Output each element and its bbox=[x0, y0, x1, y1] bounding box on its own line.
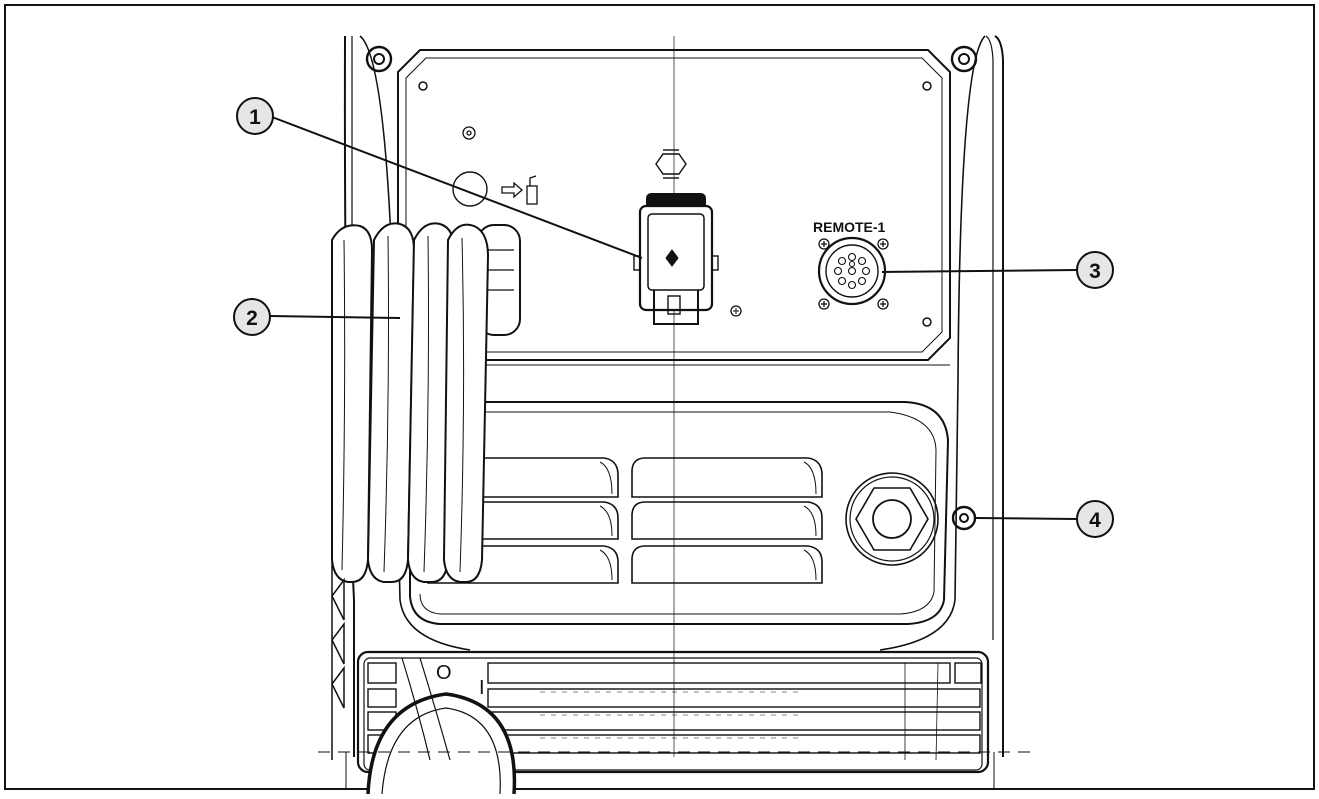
remote-connector-label: REMOTE-1 bbox=[813, 219, 886, 235]
vent-slot-left-1 bbox=[439, 457, 619, 498]
coiled-hose bbox=[331, 222, 521, 583]
connector-plate bbox=[397, 49, 951, 361]
vent-slot-right-2 bbox=[631, 501, 823, 540]
vent-panel bbox=[409, 401, 950, 625]
outer-border bbox=[4, 4, 1315, 790]
callout-1: 1 bbox=[236, 97, 274, 135]
power-on-symbol: I bbox=[479, 677, 485, 699]
callout-2: 2 bbox=[233, 298, 271, 336]
vent-slot-right-1 bbox=[631, 457, 823, 498]
bottom-grille: O I bbox=[356, 650, 990, 795]
coolant-snowflake-icon bbox=[655, 149, 687, 179]
callout-4-number: 4 bbox=[1089, 509, 1101, 532]
callout-2-number: 2 bbox=[246, 307, 258, 330]
leader-lines bbox=[269, 116, 1078, 520]
vent-slot-left-3 bbox=[427, 545, 619, 584]
corner-screw-left bbox=[365, 45, 393, 73]
vent-slot-right-3 bbox=[631, 545, 823, 584]
callout-4: 4 bbox=[1076, 500, 1114, 538]
vent-slot-left-2 bbox=[439, 501, 619, 540]
power-switch bbox=[366, 657, 517, 795]
side-fins bbox=[331, 394, 345, 760]
callout-3: 3 bbox=[1076, 251, 1114, 289]
remote-connector: REMOTE-1 bbox=[813, 219, 889, 310]
corner-screw-right bbox=[950, 45, 978, 73]
callout-1-number: 1 bbox=[249, 106, 261, 129]
cooling-connector bbox=[633, 149, 742, 325]
power-off-symbol: O bbox=[436, 662, 452, 684]
gas-outlet-symbols bbox=[452, 126, 538, 207]
gas-inlet-fitting bbox=[845, 472, 977, 566]
callout-3-number: 3 bbox=[1089, 260, 1101, 283]
